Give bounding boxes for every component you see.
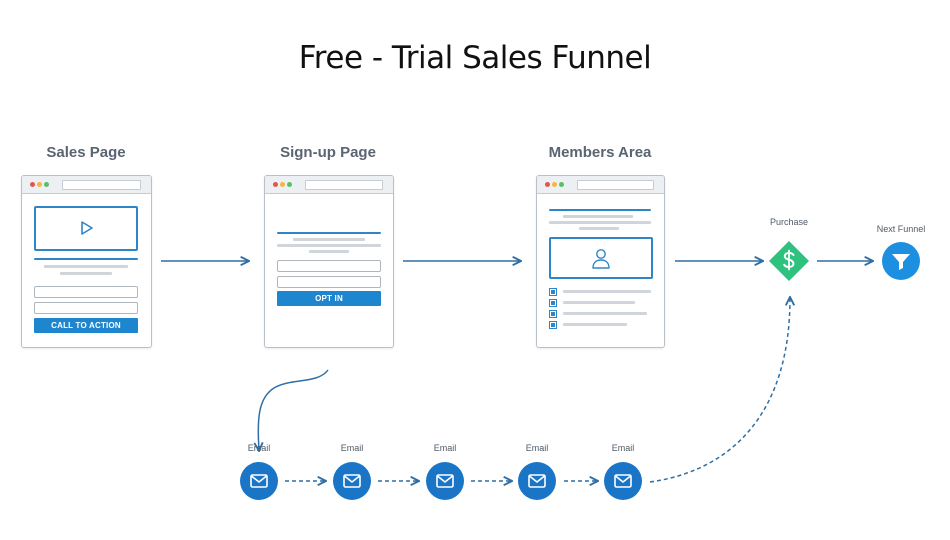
text-line xyxy=(579,227,619,230)
next-funnel-label: Next Funnel xyxy=(876,224,926,234)
call-to-action-button: CALL TO ACTION xyxy=(34,318,138,333)
email-label: Email xyxy=(611,443,635,453)
play-icon xyxy=(81,221,93,235)
close-dot-icon xyxy=(273,182,278,187)
checkbox-icon xyxy=(549,321,557,329)
browser-bar xyxy=(265,176,393,194)
sales-page-browser: CALL TO ACTION xyxy=(21,175,152,348)
envelope-icon xyxy=(343,474,361,488)
email-label: Email xyxy=(525,443,549,453)
form-field xyxy=(34,302,138,314)
text-line xyxy=(549,209,651,211)
member-profile-frame xyxy=(549,237,653,279)
text-line xyxy=(563,215,633,218)
next-funnel-node xyxy=(882,242,920,280)
form-field xyxy=(277,260,381,272)
email-label: Email xyxy=(433,443,457,453)
envelope-icon xyxy=(614,474,632,488)
close-dot-icon xyxy=(545,182,550,187)
user-icon xyxy=(592,249,610,269)
address-bar xyxy=(305,180,383,190)
email-label: Email xyxy=(247,443,271,453)
envelope-icon xyxy=(528,474,546,488)
maximize-dot-icon xyxy=(287,182,292,187)
address-bar xyxy=(62,180,141,190)
text-line xyxy=(549,221,651,224)
checkbox-icon xyxy=(549,288,557,296)
members-area-browser xyxy=(536,175,665,348)
email-node xyxy=(426,462,464,500)
text-line xyxy=(309,250,349,253)
signup-page-label: Sign-up Page xyxy=(280,144,376,161)
video-frame xyxy=(34,206,138,251)
email-node xyxy=(518,462,556,500)
checkbox-icon xyxy=(549,299,557,307)
form-field xyxy=(277,276,381,288)
text-line xyxy=(563,301,635,304)
purchase-label: Purchase xyxy=(769,217,809,227)
text-line xyxy=(44,265,128,268)
sales-page-label: Sales Page xyxy=(46,144,126,161)
opt-in-button: OPT IN xyxy=(277,291,381,306)
email-label: Email xyxy=(340,443,364,453)
text-line xyxy=(277,232,381,234)
text-line xyxy=(563,290,651,293)
minimize-dot-icon xyxy=(552,182,557,187)
checkbox-icon xyxy=(549,310,557,318)
text-line xyxy=(563,312,647,315)
funnel-icon xyxy=(892,254,911,270)
maximize-dot-icon xyxy=(559,182,564,187)
text-line xyxy=(563,323,627,326)
form-field xyxy=(34,286,138,298)
email-node xyxy=(333,462,371,500)
maximize-dot-icon xyxy=(44,182,49,187)
email-node xyxy=(604,462,642,500)
dollar-icon xyxy=(783,249,795,271)
dashed-arrow-email-to-purchase xyxy=(649,298,790,483)
browser-bar xyxy=(537,176,664,194)
text-line xyxy=(293,238,365,241)
envelope-icon xyxy=(436,474,454,488)
diagram-title: Free - Trial Sales Funnel xyxy=(298,40,652,76)
members-area-label: Members Area xyxy=(548,144,652,161)
envelope-icon xyxy=(250,474,268,488)
purchase-diamond xyxy=(769,241,809,281)
minimize-dot-icon xyxy=(280,182,285,187)
email-node xyxy=(240,462,278,500)
text-line xyxy=(277,244,381,247)
close-dot-icon xyxy=(30,182,35,187)
text-line xyxy=(34,258,138,260)
minimize-dot-icon xyxy=(37,182,42,187)
arrow-signup-to-email xyxy=(258,369,329,450)
browser-bar xyxy=(22,176,151,194)
address-bar xyxy=(577,180,654,190)
signup-page-browser: OPT IN xyxy=(264,175,394,348)
text-line xyxy=(60,272,112,275)
